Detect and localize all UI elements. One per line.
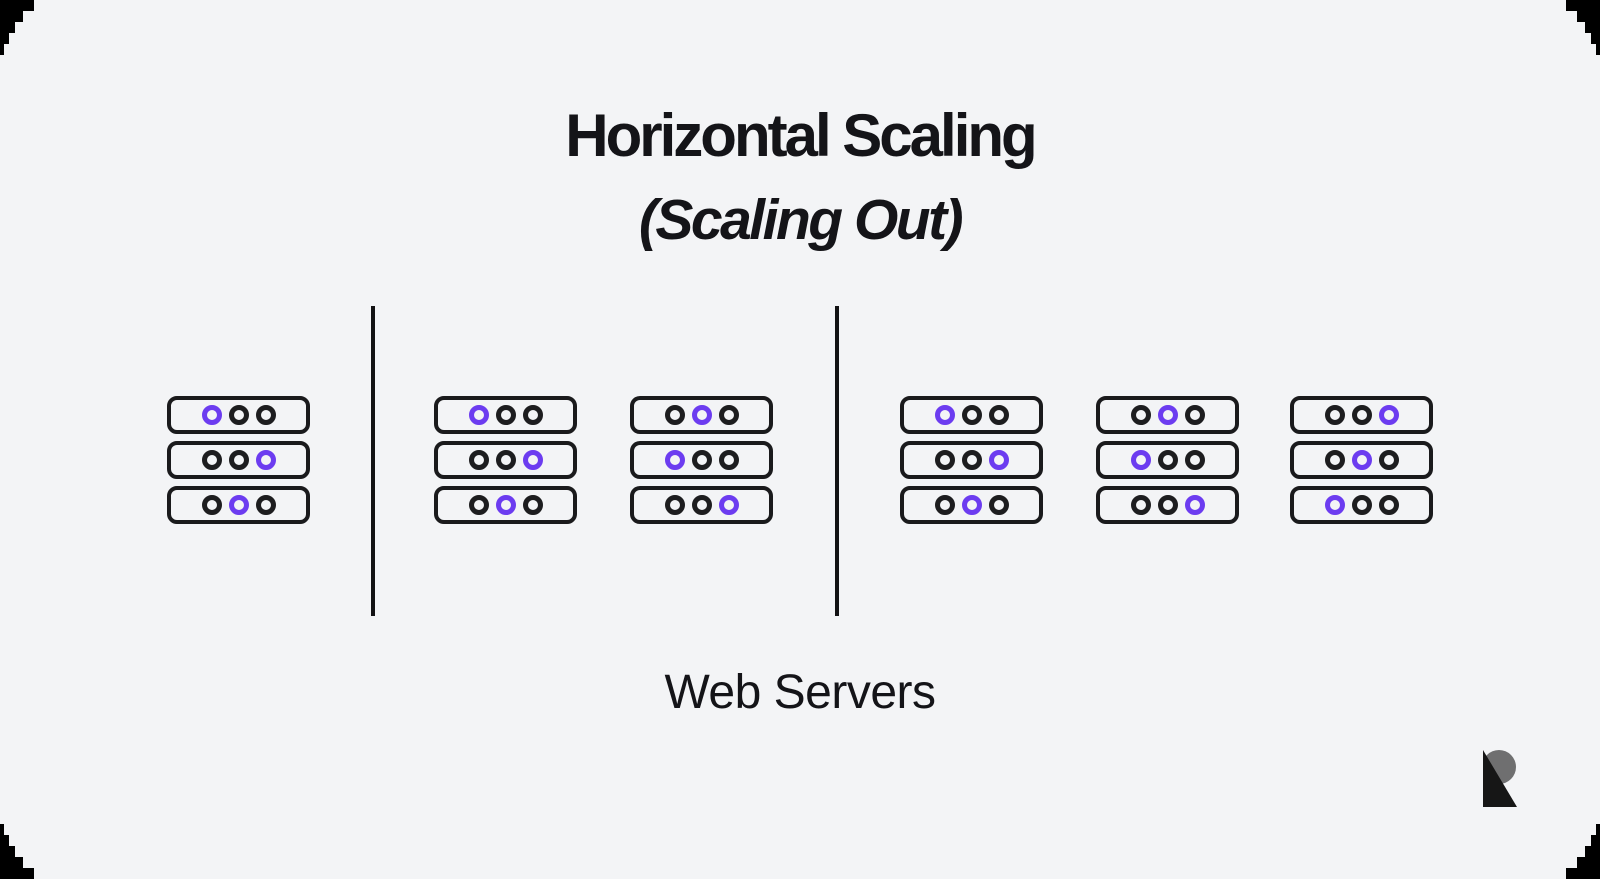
led-indicator-active [718, 495, 739, 515]
led-indicator-active [1130, 450, 1151, 470]
server-unit [900, 396, 1043, 434]
led-indicator [664, 405, 685, 425]
server-stack-2-2 [630, 396, 773, 531]
server-stack-3-1 [900, 396, 1043, 531]
led-indicator-active [664, 450, 685, 470]
server-unit [434, 396, 577, 434]
led-indicator [255, 495, 276, 515]
led-indicator [522, 405, 543, 425]
led-indicator [1130, 405, 1151, 425]
server-stack-1-1 [167, 396, 310, 531]
server-unit [900, 486, 1043, 524]
server-unit [434, 441, 577, 479]
caption-label: Web Servers [664, 666, 936, 719]
server-unit [630, 441, 773, 479]
led-indicator [468, 495, 489, 515]
led-indicator [961, 450, 982, 470]
led-indicator [1378, 450, 1399, 470]
server-unit [1096, 486, 1239, 524]
server-unit [167, 396, 310, 434]
led-indicator [1351, 405, 1372, 425]
r-mark-icon [1482, 750, 1517, 807]
led-indicator [1324, 405, 1345, 425]
r-mark-logo [1482, 750, 1517, 807]
led-indicator [228, 450, 249, 470]
led-indicator [718, 405, 739, 425]
server-unit [1290, 441, 1433, 479]
divider-line-1 [371, 306, 375, 616]
led-indicator-active [255, 450, 276, 470]
led-indicator [934, 450, 955, 470]
server-unit [167, 486, 310, 524]
led-indicator [255, 405, 276, 425]
led-indicator [718, 450, 739, 470]
page-title: Horizontal Scaling [565, 102, 1037, 169]
led-indicator [934, 495, 955, 515]
led-indicator [1157, 450, 1178, 470]
server-stack-3-3 [1290, 396, 1433, 531]
page-subtitle: (Scaling Out) [638, 188, 964, 252]
led-indicator [1351, 495, 1372, 515]
led-indicator [1184, 450, 1205, 470]
led-indicator [1184, 405, 1205, 425]
led-indicator-active [988, 450, 1009, 470]
server-unit [1290, 396, 1433, 434]
led-indicator [1324, 450, 1345, 470]
server-stack-2-1 [434, 396, 577, 531]
led-indicator [495, 405, 516, 425]
led-indicator [201, 495, 222, 515]
led-indicator-active [1378, 405, 1399, 425]
led-indicator-active [1324, 495, 1345, 515]
led-indicator [522, 495, 543, 515]
server-unit [434, 486, 577, 524]
led-indicator-active [468, 405, 489, 425]
server-unit [630, 396, 773, 434]
led-indicator [988, 495, 1009, 515]
led-indicator [1378, 495, 1399, 515]
led-indicator-active [961, 495, 982, 515]
server-unit [630, 486, 773, 524]
led-indicator [664, 495, 685, 515]
led-indicator [1157, 495, 1178, 515]
led-indicator [228, 405, 249, 425]
corner-notch-bottom-right [1566, 824, 1600, 879]
led-indicator [495, 450, 516, 470]
led-indicator [961, 405, 982, 425]
divider-line-2 [835, 306, 839, 616]
led-indicator-active [201, 405, 222, 425]
led-indicator [691, 450, 712, 470]
led-indicator [201, 450, 222, 470]
corner-notch-top-right [1566, 0, 1600, 55]
led-indicator-active [495, 495, 516, 515]
server-unit [167, 441, 310, 479]
server-unit [900, 441, 1043, 479]
led-indicator [468, 450, 489, 470]
led-indicator-active [1184, 495, 1205, 515]
led-indicator [988, 405, 1009, 425]
led-indicator-active [1351, 450, 1372, 470]
corner-notch-top-left [0, 0, 34, 55]
led-indicator-active [228, 495, 249, 515]
led-indicator-active [691, 405, 712, 425]
server-unit [1290, 486, 1433, 524]
led-indicator-active [1157, 405, 1178, 425]
led-indicator [691, 495, 712, 515]
server-stack-3-2 [1096, 396, 1239, 531]
server-unit [1096, 441, 1239, 479]
server-unit [1096, 396, 1239, 434]
corner-notch-bottom-left [0, 824, 34, 879]
led-indicator-active [934, 405, 955, 425]
led-indicator [1130, 495, 1151, 515]
led-indicator-active [522, 450, 543, 470]
